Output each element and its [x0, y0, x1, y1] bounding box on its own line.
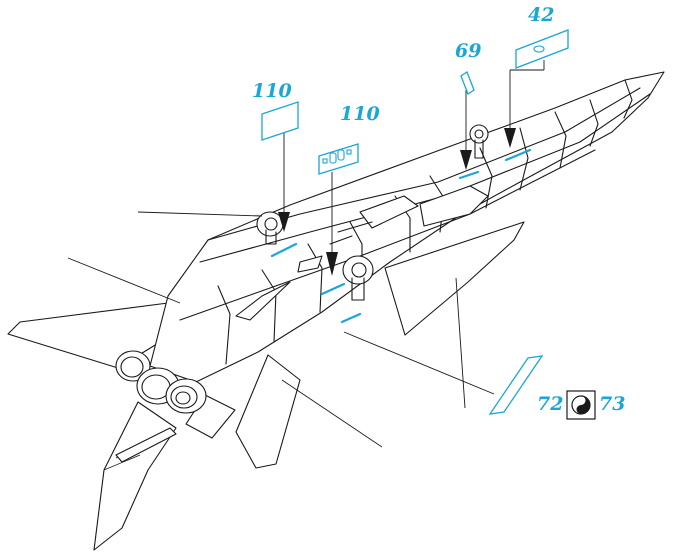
- intake-shadow: [329, 221, 373, 245]
- fuselage: [149, 71, 665, 383]
- dorsal-blade: [235, 281, 291, 321]
- decal-mark-side: [340, 312, 362, 324]
- ventral-fin-right: [235, 354, 301, 469]
- decal-72-73: [488, 355, 544, 415]
- arrow-110-left: [278, 212, 290, 232]
- arrow-42: [504, 128, 516, 148]
- decal-placement-marks: [270, 148, 532, 324]
- decal-mark-42: [504, 148, 532, 162]
- callout-42: 42: [528, 4, 555, 26]
- callout-69: 69: [455, 40, 482, 62]
- engine-nozzles: [115, 350, 207, 414]
- callout-73: 73: [599, 393, 626, 415]
- decal-mark-69: [458, 170, 480, 180]
- antenna-front: [469, 124, 489, 159]
- decal-mark-110-right: [320, 282, 346, 296]
- decal-mark-110-left: [270, 242, 298, 258]
- arrow-heads: [278, 128, 516, 276]
- leader-lines: [67, 60, 545, 448]
- callout-72: 72: [537, 393, 564, 415]
- arrow-110-right: [326, 252, 338, 276]
- intake-right: [419, 185, 489, 227]
- decal-69: [460, 71, 475, 95]
- yin-yang-icon: [566, 390, 596, 420]
- antenna-center: [342, 255, 374, 301]
- side-strake: [297, 255, 323, 273]
- decal-42: [515, 29, 569, 69]
- tail-fin: [93, 401, 177, 551]
- antenna-left: [256, 211, 284, 245]
- tail-fin-pod: [115, 427, 177, 463]
- decal-110-right: [318, 143, 359, 175]
- right-wing: [384, 221, 525, 336]
- arrow-69: [460, 150, 472, 170]
- callout-110-right: 110: [340, 103, 380, 125]
- callout-110-left: 110: [252, 80, 292, 102]
- decal-110-left: [261, 101, 299, 141]
